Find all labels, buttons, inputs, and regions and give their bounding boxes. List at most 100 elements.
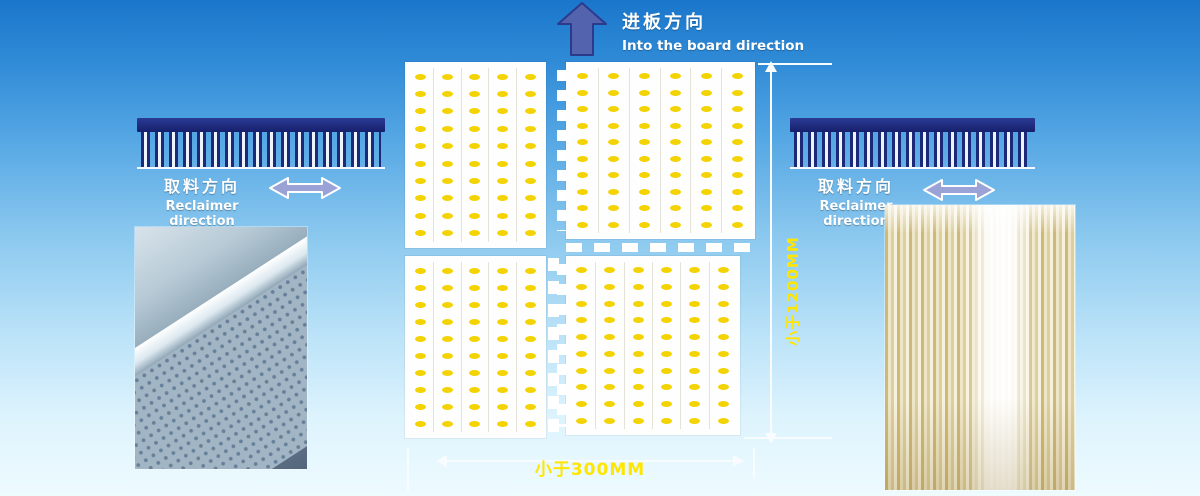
- solder-pad-dot: [524, 108, 536, 115]
- solder-pad-dot: [442, 73, 454, 80]
- panel-cell: [434, 398, 462, 415]
- solder-pad-dot: [469, 386, 481, 393]
- solder-pad-dot: [718, 300, 730, 307]
- panel-cell: [517, 225, 544, 242]
- panel-cell: [661, 134, 692, 151]
- panel-cell: [462, 330, 490, 347]
- pad-dot-grid: [405, 256, 546, 438]
- panel-cell: [489, 85, 517, 103]
- panel-cell: [434, 207, 462, 225]
- height-extension-line-bottom: [744, 437, 832, 439]
- panel-cell: [407, 120, 435, 138]
- panel-cell: [517, 172, 544, 189]
- panel-cell: [596, 362, 625, 379]
- solder-pad-dot: [608, 73, 620, 80]
- solder-pad-dot: [669, 89, 681, 96]
- solder-pad-dot: [632, 400, 644, 407]
- solder-pad-dot: [576, 317, 588, 324]
- solder-pad-dot: [577, 73, 589, 80]
- reclaimer-label-right-zh: 取料方向: [817, 177, 894, 196]
- solder-pad-dot: [604, 300, 616, 307]
- solder-pad-dot: [689, 284, 701, 291]
- panel-cell: [568, 395, 597, 413]
- solder-pad-dot: [718, 350, 730, 357]
- solder-pad-dot: [469, 143, 481, 150]
- solder-pad-dot: [576, 300, 588, 307]
- routing-dashes-horizontal: [566, 243, 752, 252]
- panel-top-left: [405, 62, 546, 248]
- comb-teeth: [794, 132, 1031, 167]
- panel-bottom-left: [405, 256, 546, 438]
- panel-cell: [462, 68, 490, 86]
- into-board-label-en: Into the board direction: [622, 38, 805, 54]
- solder-pad-dot: [442, 108, 454, 115]
- panel-cell: [434, 313, 462, 330]
- solder-pad-dot: [577, 89, 589, 96]
- panel-cell: [653, 328, 682, 346]
- panel-cell: [517, 347, 544, 364]
- solder-pad-dot: [732, 106, 744, 113]
- panel-cell: [568, 84, 599, 101]
- panel-cell: [691, 117, 723, 134]
- solder-pad-dot: [414, 195, 426, 202]
- panel-cell: [489, 154, 517, 173]
- panel-cell: [722, 167, 753, 184]
- panel-cell: [625, 378, 653, 396]
- solder-pad-dot: [608, 89, 620, 96]
- solder-pad-dot: [732, 139, 744, 146]
- panel-cell: [710, 362, 738, 379]
- panel-cell: [568, 295, 597, 313]
- solder-pad-dot: [639, 139, 651, 146]
- panel-cell: [596, 312, 625, 329]
- solder-pad-dot: [700, 221, 712, 228]
- panel-cell: [653, 262, 682, 279]
- panel-cell: [462, 415, 490, 432]
- panel-cell: [434, 137, 462, 155]
- panel-cell: [661, 216, 692, 233]
- panel-cell: [407, 137, 435, 155]
- solder-pad-dot: [718, 334, 730, 341]
- solder-pad-dot: [669, 188, 681, 195]
- panel-cell: [710, 329, 738, 346]
- solder-pad-dot: [661, 417, 673, 424]
- solder-pad-dot: [442, 352, 454, 359]
- solder-pad-dot: [577, 221, 589, 228]
- reclaimer-labels-right: 取料方向 Reclaimer direction: [792, 173, 920, 229]
- panel-cell: [517, 330, 544, 347]
- panel-cell: [462, 313, 490, 330]
- solder-pad-dot: [469, 301, 481, 308]
- panel-cell: [568, 345, 597, 363]
- solder-pad-dot: [669, 221, 681, 228]
- solder-pad-dot: [414, 352, 426, 359]
- solder-pad-dot: [632, 367, 644, 374]
- panel-cell: [568, 412, 597, 429]
- panel-cell: [517, 364, 544, 381]
- solder-pad-dot: [414, 143, 426, 150]
- solder-pad-dot: [632, 417, 644, 424]
- panel-cell: [434, 364, 462, 381]
- solder-pad-dot: [469, 212, 481, 219]
- panel-cell: [630, 84, 661, 101]
- solder-pad-dot: [689, 317, 701, 324]
- solder-pad-dot: [700, 205, 712, 212]
- panel-top-right: [557, 62, 755, 239]
- solder-pad-dot: [661, 267, 673, 274]
- panel-cell: [434, 296, 462, 313]
- reclaimer-label-right-en: Reclaimer direction: [819, 199, 893, 229]
- panel-cell: [596, 412, 625, 429]
- panel-cell: [517, 68, 544, 85]
- panel-cell: [434, 224, 462, 242]
- solder-pad-dot: [604, 384, 616, 391]
- panel-cell: [434, 381, 462, 398]
- panel-cell: [681, 278, 710, 296]
- panel-cell: [625, 362, 653, 379]
- into-board-arrow-icon: [557, 2, 607, 56]
- panel-cell: [434, 279, 462, 296]
- solder-pad-dot: [632, 384, 644, 391]
- panel-cell: [722, 184, 753, 201]
- panel-cell: [462, 296, 490, 313]
- pcb-photo-shading: [885, 205, 1075, 490]
- solder-pad-dot: [604, 367, 616, 374]
- solder-pad-dot: [732, 172, 744, 179]
- panel-cell: [462, 120, 490, 138]
